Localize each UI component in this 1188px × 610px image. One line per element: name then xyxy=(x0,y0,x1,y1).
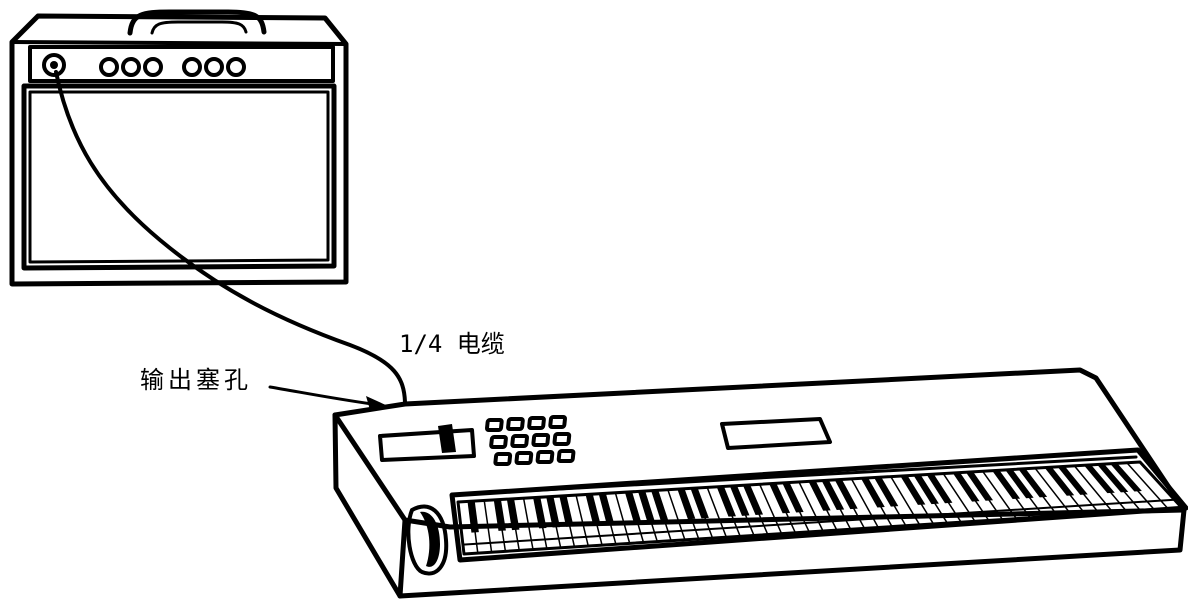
black-key xyxy=(624,491,642,523)
keyboard xyxy=(332,367,1188,599)
black-key xyxy=(782,482,804,513)
black-key xyxy=(900,475,926,505)
black-key xyxy=(506,498,520,531)
quarter-inch-cable xyxy=(54,70,407,404)
black-key xyxy=(992,470,1021,500)
white-key-edge xyxy=(575,494,590,547)
amp-knob xyxy=(99,57,119,77)
black-key xyxy=(716,486,736,517)
amplifier xyxy=(9,9,349,287)
black-key xyxy=(585,494,601,526)
black-key xyxy=(769,483,791,514)
amp-input-jack xyxy=(42,53,66,77)
black-key xyxy=(742,484,763,515)
keyboard-mod-wheel xyxy=(406,504,449,576)
amp-control-panel xyxy=(28,45,335,83)
black-key xyxy=(1044,467,1075,496)
keyboard-keys xyxy=(456,460,1184,556)
amp-knob xyxy=(204,57,224,77)
black-key xyxy=(1057,466,1088,495)
black-key xyxy=(493,499,506,531)
black-key xyxy=(638,491,655,522)
black-key xyxy=(546,496,561,528)
black-key xyxy=(690,487,709,519)
keyboard-keybed xyxy=(449,447,1188,563)
keyboard-top-panel xyxy=(332,367,1187,530)
keyboard-display xyxy=(720,417,832,450)
amp-knob xyxy=(182,57,202,77)
black-key xyxy=(1018,468,1048,498)
black-key xyxy=(1097,464,1129,493)
black-key xyxy=(1083,464,1115,494)
keyboard-button-grid xyxy=(484,415,576,466)
output-jack-label: 输出塞孔 xyxy=(140,366,252,394)
black-key xyxy=(913,474,939,505)
black-key xyxy=(1110,463,1142,492)
keyboard-slider xyxy=(378,424,476,462)
cable-label: 1/4 电缆 xyxy=(399,330,505,358)
black-key xyxy=(834,479,858,510)
keys-outline xyxy=(456,460,1184,556)
black-key xyxy=(926,474,953,504)
black-key xyxy=(598,493,615,525)
black-key xyxy=(729,485,750,516)
black-key xyxy=(965,471,994,501)
amp-knob xyxy=(226,57,246,77)
keys-front-lip xyxy=(461,498,1176,546)
black-key xyxy=(651,490,669,521)
output-jack-arrow xyxy=(268,385,388,410)
black-key xyxy=(467,501,479,533)
amp-handle xyxy=(127,9,267,36)
black-key xyxy=(952,472,980,502)
black-key xyxy=(821,480,845,510)
black-key xyxy=(874,477,899,507)
black-key xyxy=(559,495,574,527)
amp-knob xyxy=(121,57,141,77)
black-key xyxy=(1005,469,1034,499)
black-key xyxy=(533,497,547,529)
amp-grille xyxy=(21,83,337,271)
black-key xyxy=(860,477,885,508)
keyboard-front xyxy=(397,507,1187,599)
black-key xyxy=(677,488,696,520)
black-key xyxy=(808,481,831,511)
amp-knob xyxy=(143,57,163,77)
